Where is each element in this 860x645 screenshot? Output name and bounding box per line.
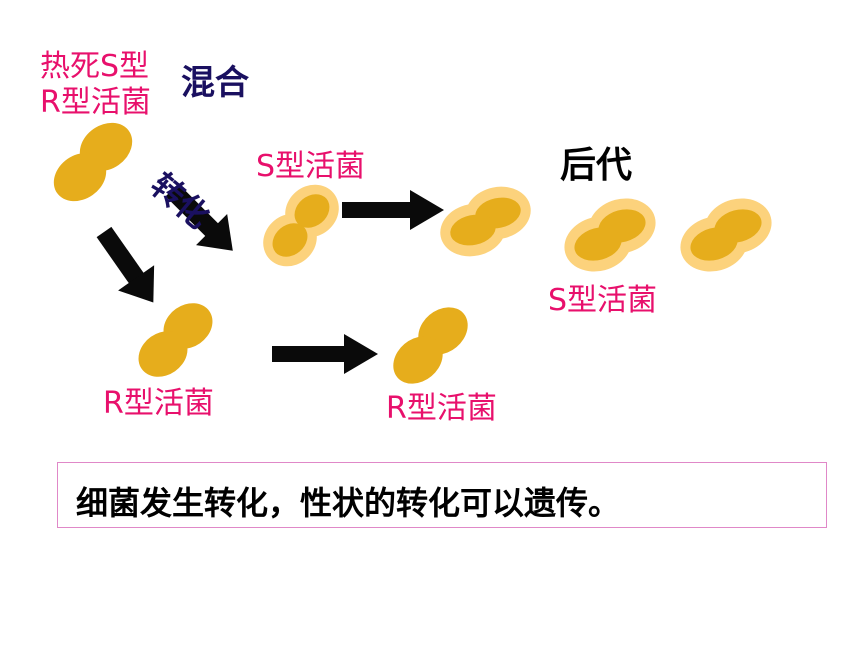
label-s-live-right: S型活菌 bbox=[548, 283, 658, 318]
summary-text: 细菌发生转化，性状的转化可以遗传。 bbox=[76, 484, 621, 522]
arrow-to-transformed bbox=[165, 183, 233, 251]
label-r-live-bottom-mid: R型活菌 bbox=[386, 391, 497, 426]
label-mix: 混合 bbox=[181, 63, 249, 103]
arrow-to-r-bottom bbox=[96, 226, 155, 303]
label-offspring: 后代 bbox=[560, 145, 633, 186]
arrow-s-to-s bbox=[342, 190, 444, 230]
label-r-live-bottom-left: R型活菌 bbox=[103, 386, 214, 421]
s-bacterium-offspring-1 bbox=[564, 198, 656, 272]
label-heat-killed-s: 热死S型 bbox=[40, 49, 150, 84]
s-bacterium-offspring-2 bbox=[680, 198, 772, 272]
s-bacterium-next bbox=[440, 186, 531, 257]
arrow-r-to-r bbox=[272, 334, 378, 374]
label-r-live-top: R型活菌 bbox=[40, 85, 151, 120]
r-bacterium-top-left bbox=[53, 122, 133, 202]
r-bacterium-bottom-middle bbox=[393, 307, 468, 384]
summary-box: 细菌发生转化，性状的转化可以遗传。 bbox=[57, 462, 827, 528]
s-bacterium-transformed bbox=[263, 184, 339, 267]
label-s-live-mid: S型活菌 bbox=[256, 149, 366, 184]
r-bacterium-bottom-left bbox=[138, 303, 213, 377]
